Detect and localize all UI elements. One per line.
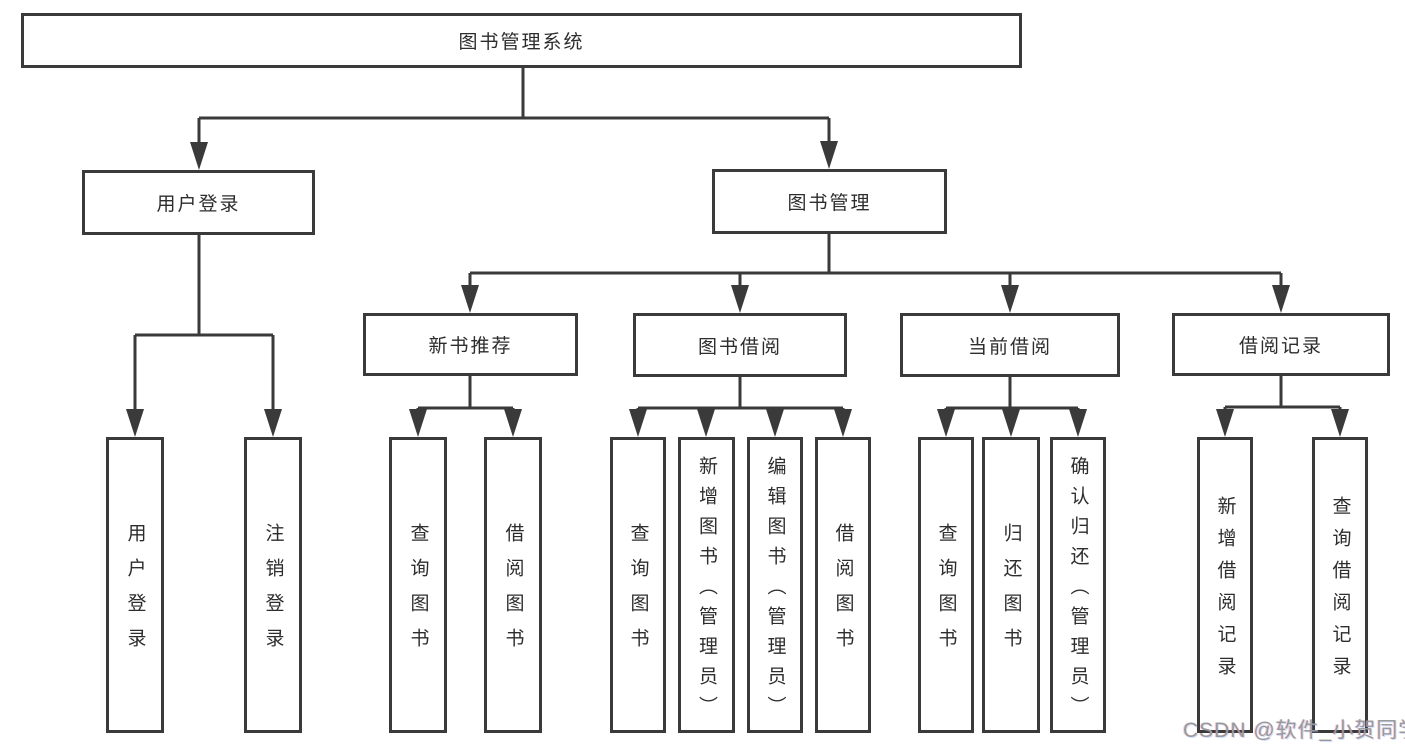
leaf-add-borrow-record: 新增借阅记录 [1197, 437, 1253, 733]
leaf-query-books-recommend: 查询图书 [389, 437, 447, 733]
leaf-borrow-books-borrow: 借阅图书 [815, 437, 871, 733]
node-borrow-records-label: 借阅记录 [1238, 336, 1323, 357]
node-library-system-label: 图书管理系统 [458, 32, 585, 53]
leaf-user-login: 用户登录 [106, 437, 164, 733]
node-book-management: 图书管理 [712, 169, 947, 234]
arrowheads [126, 141, 1349, 437]
node-user-login: 用户登录 [82, 170, 315, 235]
node-book-borrow: 图书借阅 [633, 313, 847, 377]
node-library-system: 图书管理系统 [21, 13, 1022, 68]
node-book-borrow-label: 图书借阅 [697, 336, 782, 358]
watermark-text: CSDN @软件_小贺同学 [1183, 719, 1405, 742]
node-borrow-records: 借阅记录 [1172, 313, 1390, 376]
node-current-borrow-label: 当前借阅 [967, 336, 1052, 358]
node-new-book-recommend: 新书推荐 [363, 313, 578, 376]
node-user-login-label: 用户登录 [156, 194, 241, 215]
leaf-query-books-current: 查询图书 [918, 437, 974, 733]
leaf-return-books: 归还图书 [982, 437, 1040, 733]
node-new-book-recommend-label: 新书推荐 [428, 336, 513, 357]
leaf-query-borrow-record: 查询借阅记录 [1312, 437, 1368, 733]
leaf-edit-books-admin: 编辑图书（管理员） [747, 437, 803, 733]
leaf-logout: 注销登录 [244, 437, 302, 733]
leaf-add-books-admin: 新增图书（管理员） [678, 437, 735, 733]
leaf-borrow-books-recommend: 借阅图书 [484, 437, 542, 733]
node-current-borrow: 当前借阅 [900, 313, 1120, 377]
leaf-confirm-return-admin: 确认归还（管理员） [1050, 437, 1106, 733]
leaf-query-books-borrow: 查询图书 [610, 437, 666, 733]
node-book-management-label: 图书管理 [787, 193, 872, 214]
